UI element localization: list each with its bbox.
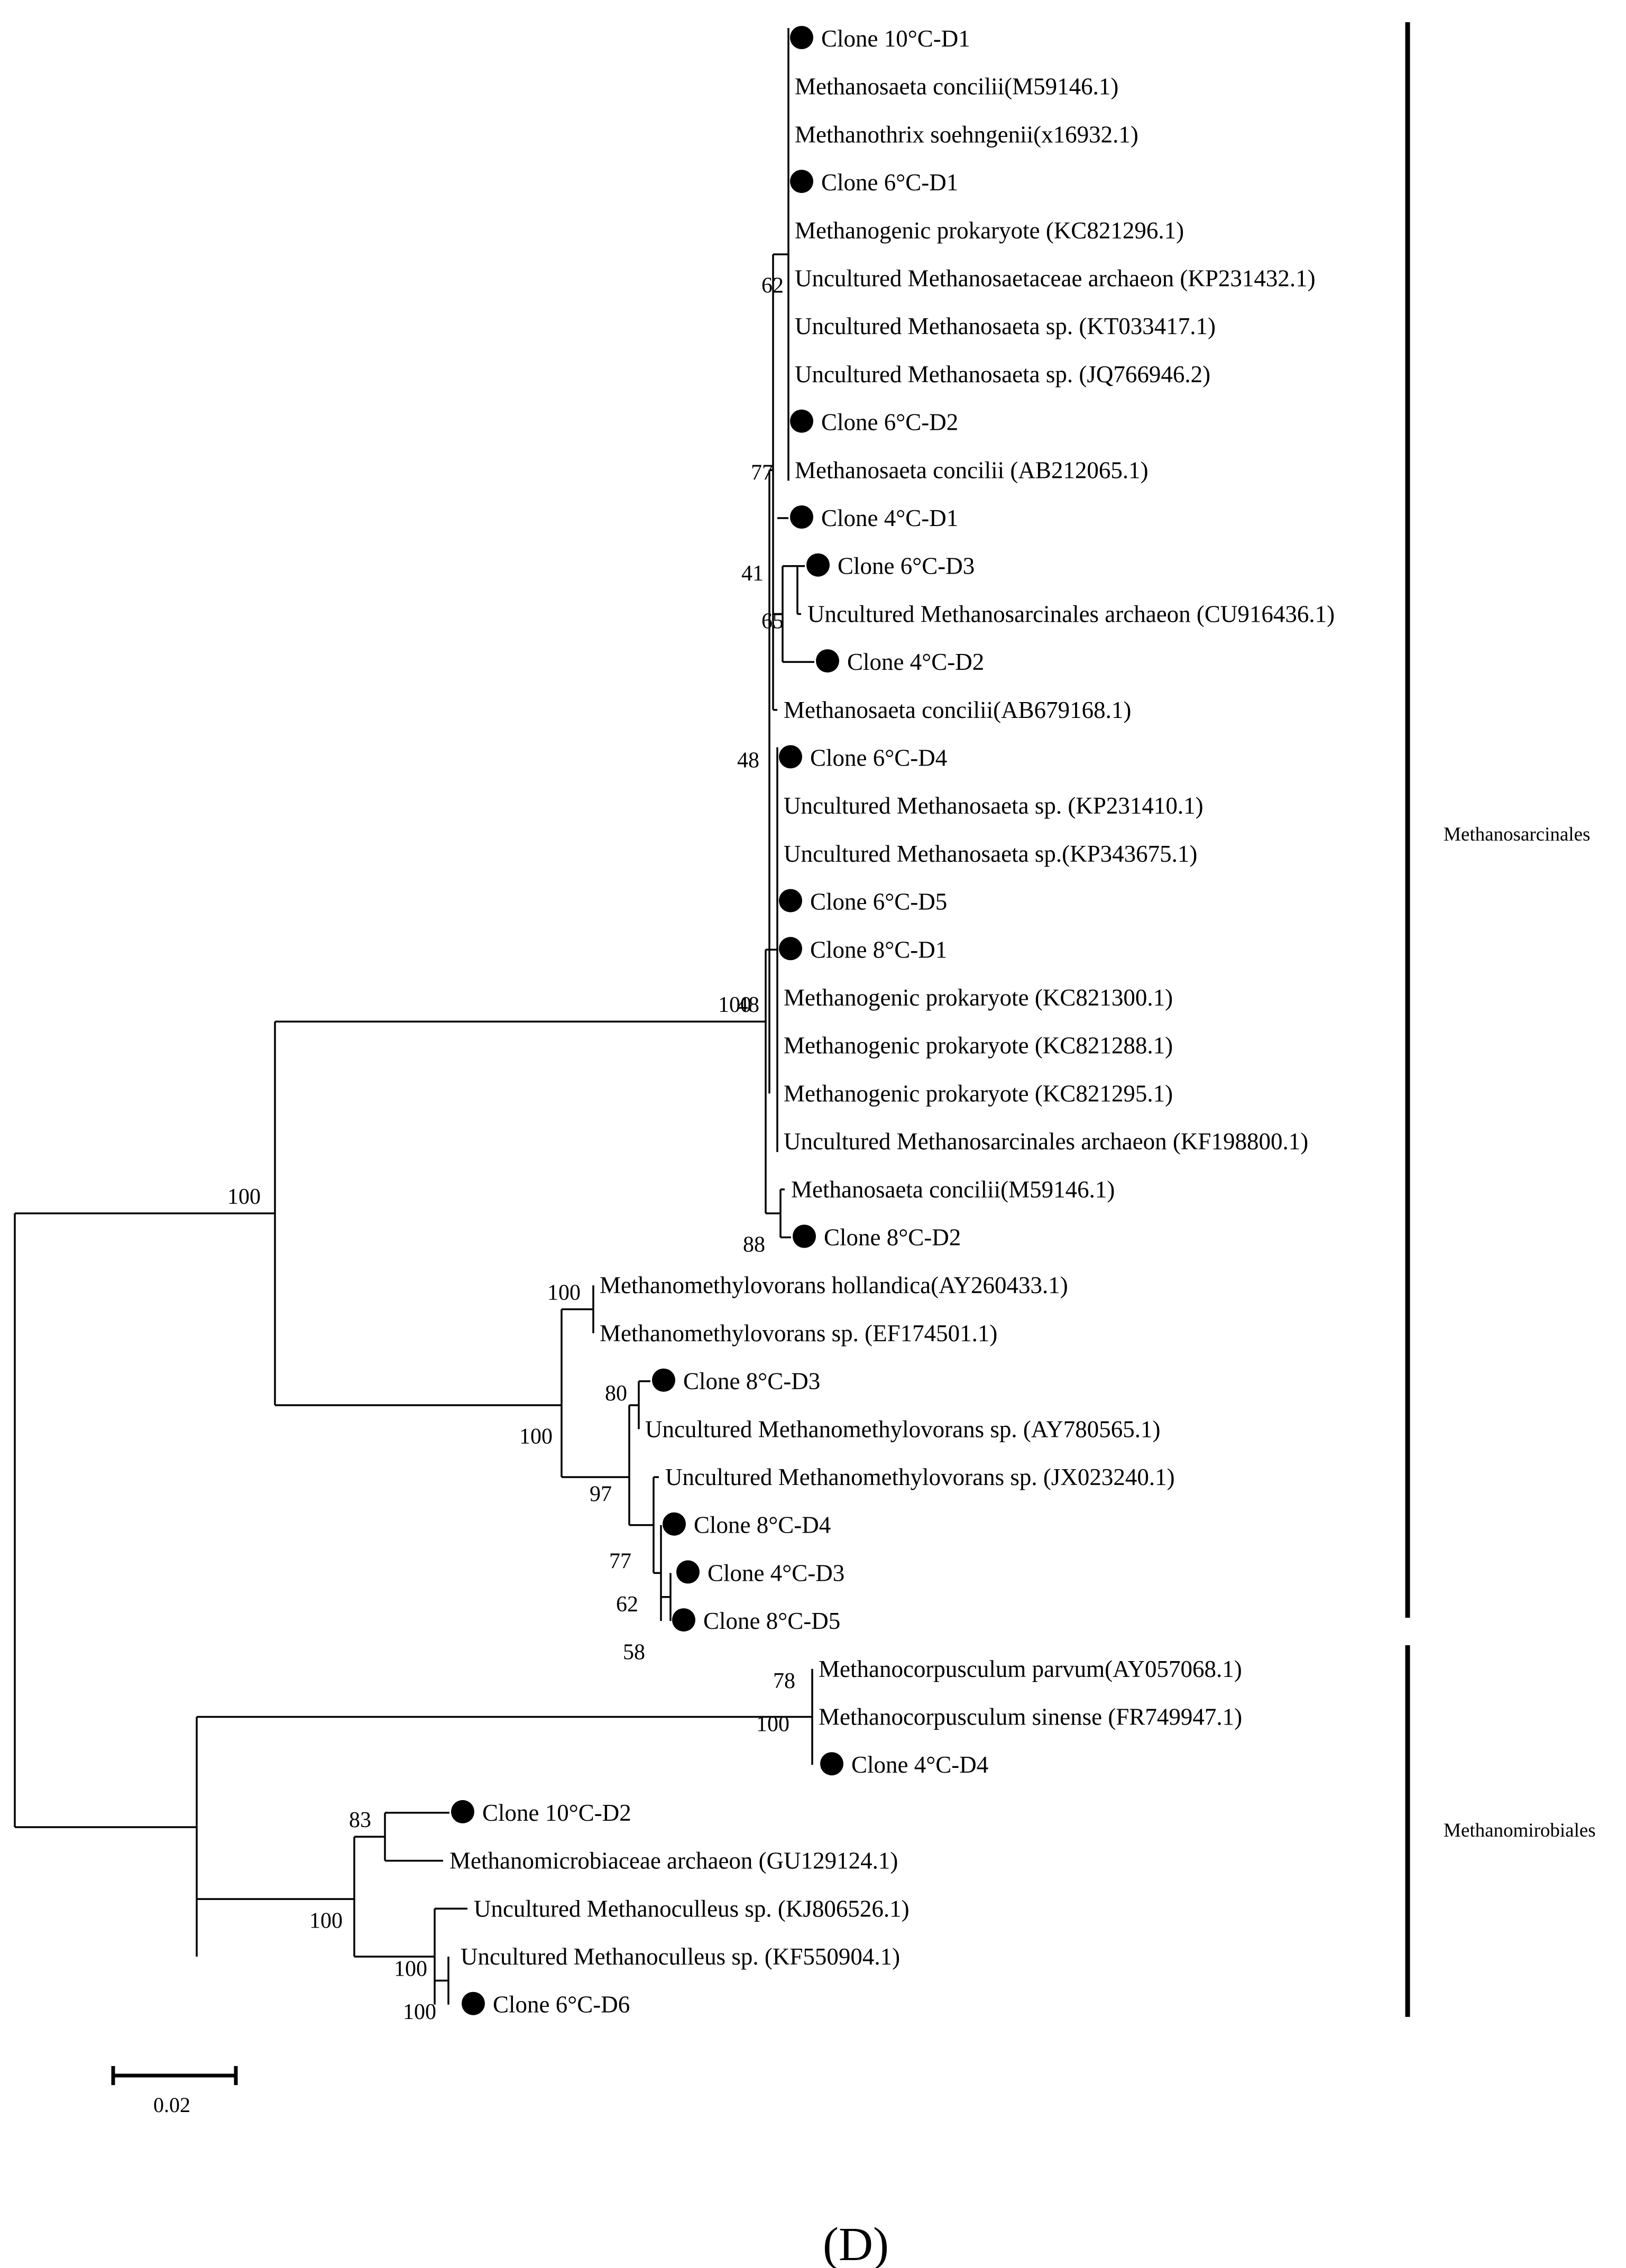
bootstrap-value: 65 [761, 610, 784, 634]
bootstrap-value: 58 [623, 1640, 645, 1665]
clone-marker-icon [790, 26, 813, 49]
leaf-label: Methanothrix soehngenii(x16932.1) [795, 121, 1138, 147]
clone-marker-icon [451, 1800, 474, 1823]
clone-marker-icon [790, 505, 813, 529]
leaf-label: Methanogenic prokaryote (KC821295.1) [784, 1080, 1173, 1107]
leaf-label: Clone 4°C-D4 [851, 1751, 988, 1778]
clone-marker-icon [820, 1752, 843, 1776]
bootstrap-value: 78 [773, 1669, 795, 1693]
clone-marker-icon [779, 889, 802, 912]
leaf-label: Uncultured Methanosaetaceae archaeon (KP… [795, 265, 1316, 292]
leaf-label: Clone 10°C-D2 [482, 1800, 631, 1826]
bootstrap-value: 77 [751, 460, 773, 485]
leaf-label: Clone 8°C-D2 [824, 1224, 961, 1251]
leaf-label: Clone 4°C-D3 [708, 1560, 844, 1586]
clade-label-methanomirobiales: Methanomirobiales [1444, 1820, 1596, 1841]
bootstrap-value: 83 [349, 1808, 371, 1832]
bootstrap-value: 48 [737, 749, 759, 773]
leaf-label: Methanogenic prokaryote (KC821300.1) [784, 984, 1173, 1011]
bootstrap-value: 41 [741, 561, 764, 586]
clade-label-methanosarcinales: Methanosarcinales [1444, 824, 1590, 845]
tree-branches [14, 28, 814, 2005]
leaf-label: Uncultured Methanosaeta sp. (KP231410.1) [784, 792, 1204, 819]
clone-marker-icon [790, 409, 813, 433]
leaf-label: Methanosaeta concilii(M59146.1) [791, 1176, 1115, 1203]
leaf-label: Methanomethylovorans hollandica(AY260433… [600, 1272, 1068, 1298]
bootstrap-value: 88 [743, 1233, 765, 1257]
leaf-label: Methanocorpusculum parvum(AY057068.1) [819, 1656, 1242, 1682]
leaf-label: Methanosaeta concilii (AB212065.1) [795, 457, 1149, 483]
bootstrap-value: 62 [761, 274, 784, 298]
leaf-label: Uncultured Methanosarcinales archaeon (C… [807, 601, 1335, 627]
leaf-label: Clone 6°C-D5 [810, 889, 947, 915]
leaf-label: Clone 8°C-D5 [703, 1608, 840, 1634]
scale-bar: 0.02 [111, 2066, 238, 2117]
leaf-label: Methanomicrobiaceae archaeon (GU129124.1… [449, 1848, 898, 1874]
bootstrap-value: 100 [309, 1909, 343, 1933]
leaf-label: Clone 8°C-D3 [683, 1368, 820, 1395]
bootstrap-labels: 6277416548100488810010080977762581007810… [227, 274, 795, 2024]
panel-label: (D) [823, 2218, 889, 2268]
leaf-label: Uncultured Methanomethylovorans sp. (JX0… [665, 1464, 1175, 1490]
clone-marker-icon [793, 1224, 816, 1248]
bootstrap-value: 100 [227, 1185, 261, 1209]
bootstrap-value: 77 [609, 1549, 631, 1573]
scale-bar-label: 0.02 [153, 2093, 190, 2117]
leaf-label: Clone 10°C-D1 [821, 25, 970, 52]
clone-marker-icon [816, 649, 839, 673]
bootstrap-value: 100 [403, 2000, 436, 2024]
bootstrap-value: 100 [519, 1425, 553, 1449]
bootstrap-value: 62 [616, 1592, 638, 1617]
leaf-label: Uncultured Methanoculleus sp. (KF550904.… [461, 1943, 900, 1970]
clone-marker-icon [806, 553, 830, 577]
leaf-label: Methanosaeta concilii(AB679168.1) [784, 697, 1131, 723]
clone-marker-icon [652, 1368, 675, 1392]
leaf-label: Clone 6°C-D2 [821, 409, 958, 436]
leaf-label: Uncultured Methanoculleus sp. (KJ806526.… [474, 1895, 910, 1922]
clade-brackets: Methanosarcinales Methanomirobiales [1405, 22, 1596, 2017]
leaf-label: Methanocorpusculum sinense (FR749947.1) [819, 1704, 1242, 1730]
leaf-label: Uncultured Methanosarcinales archaeon (K… [784, 1128, 1308, 1155]
leaf-label: Clone 6°C-D1 [821, 169, 958, 196]
clone-marker-icon [672, 1608, 695, 1632]
bootstrap-value: 48 [737, 993, 759, 1017]
bootstrap-value: 100 [547, 1280, 581, 1305]
clone-marker-icon [779, 937, 802, 961]
leaf-label: Methanogenic prokaryote (KC821296.1) [795, 217, 1184, 244]
clone-markers [451, 26, 843, 2015]
clone-marker-icon [790, 170, 813, 193]
leaf-label: Clone 6°C-D4 [810, 745, 947, 771]
leaf-label: Clone 6°C-D6 [493, 1992, 630, 2018]
bootstrap-value: 80 [605, 1381, 627, 1406]
clone-marker-icon [462, 1992, 485, 2015]
bootstrap-value: 100 [756, 1712, 789, 1737]
clone-marker-icon [676, 1560, 700, 1584]
leaf-label: Uncultured Methanosaeta sp. (JQ766946.2) [795, 361, 1210, 388]
leaf-label: Methanomethylovorans sp. (EF174501.1) [600, 1320, 997, 1347]
clone-marker-icon [779, 745, 802, 769]
bootstrap-value: 100 [394, 1957, 427, 1981]
leaf-label: Methanogenic prokaryote (KC821288.1) [784, 1032, 1173, 1059]
leaf-label: Uncultured Methanosaeta sp. (KT033417.1) [795, 313, 1216, 339]
bootstrap-value: 97 [590, 1482, 612, 1506]
leaf-label: Clone 8°C-D1 [810, 936, 947, 963]
leaf-label: Clone 6°C-D3 [838, 553, 975, 579]
leaf-label: Uncultured Methanomethylovorans sp. (AY7… [645, 1416, 1160, 1442]
leaf-label: Clone 8°C-D4 [694, 1512, 831, 1538]
clone-marker-icon [663, 1512, 686, 1536]
bootstrap-value: 100 [718, 993, 751, 1017]
leaf-label: Clone 4°C-D2 [847, 649, 984, 675]
leaf-label: Uncultured Methanosaeta sp.(KP343675.1) [784, 841, 1197, 867]
leaf-label: Clone 4°C-D1 [821, 505, 958, 531]
leaf-label: Methanosaeta concilii(M59146.1) [795, 73, 1118, 100]
